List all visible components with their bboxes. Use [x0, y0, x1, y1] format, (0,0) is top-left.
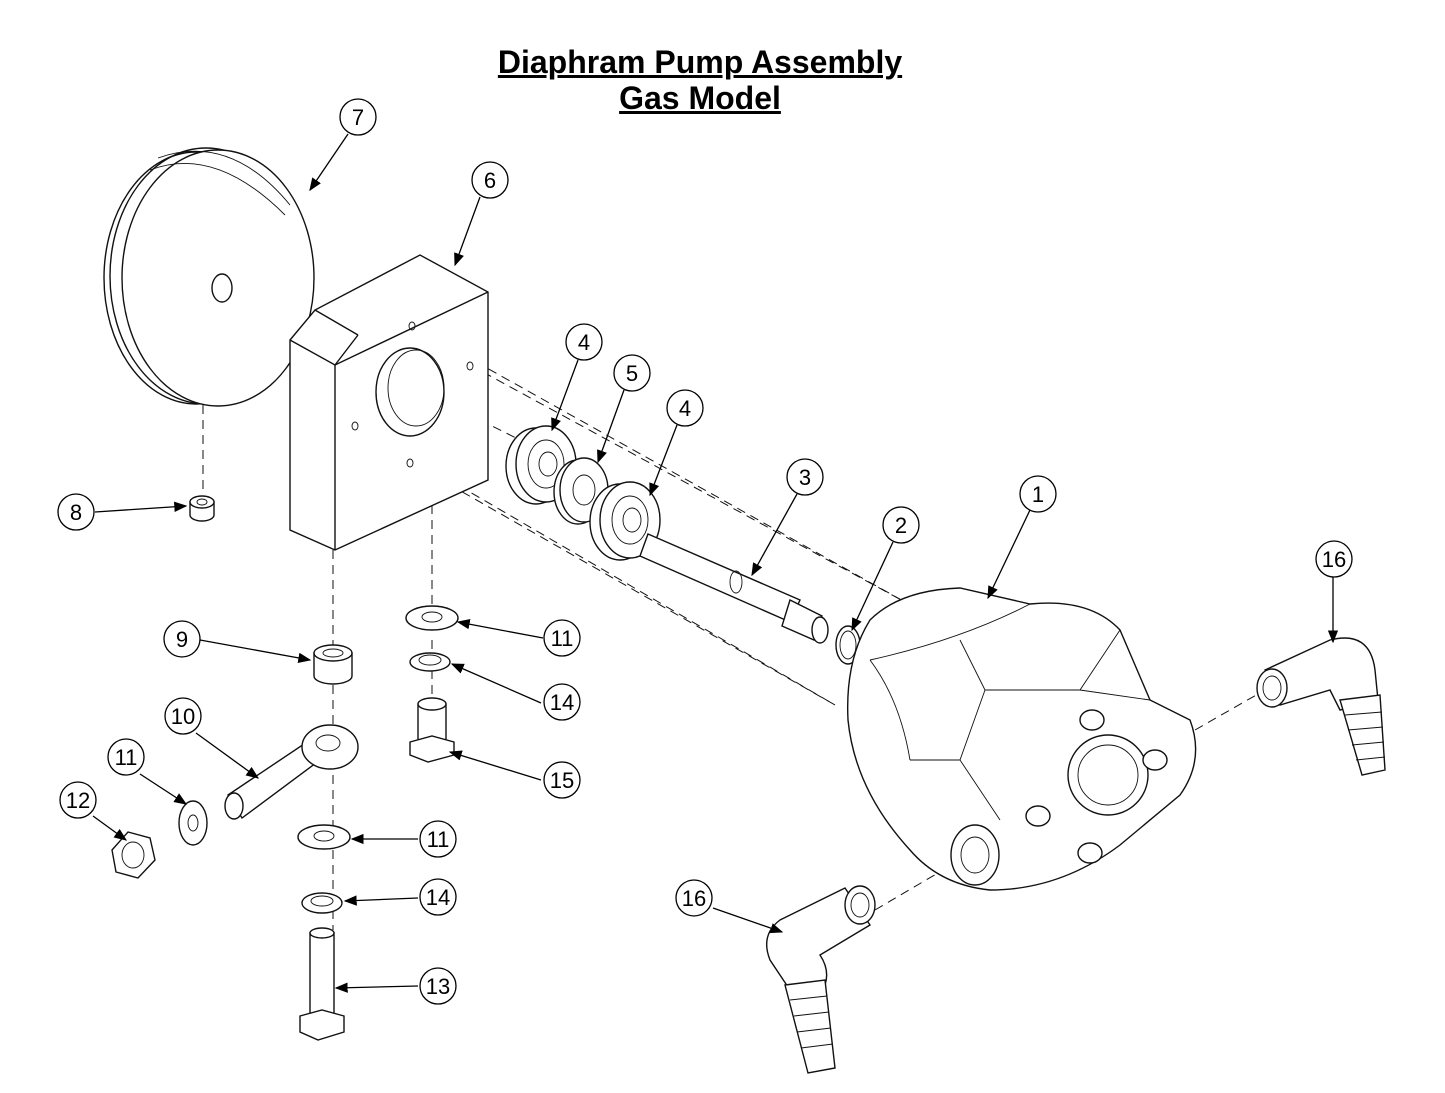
- callout-bubble-4a: 4: [565, 323, 603, 361]
- callout-label: 14: [426, 885, 450, 910]
- bolt-part-13: [299, 927, 345, 1041]
- callout-bubble-3: 3: [786, 458, 824, 496]
- washer-part-11-a: [405, 605, 459, 631]
- callout-bubble-8: 8: [57, 493, 95, 531]
- elbow-fitting-part-b: [766, 885, 876, 1074]
- callout-label: 1: [1032, 482, 1044, 507]
- callout-bubble-14a: 14: [543, 683, 581, 721]
- callout-bubble-15: 15: [543, 761, 581, 799]
- callout-label: 13: [426, 974, 450, 999]
- callout-label: 7: [352, 105, 364, 130]
- bearing-part-b: [589, 481, 661, 561]
- bolt-part-15: [409, 697, 455, 763]
- nut-part-12: [111, 831, 156, 879]
- callout-bubble-12: 12: [59, 781, 97, 819]
- shaft-part: [639, 533, 829, 644]
- lock-washer-part-14-a: [409, 652, 451, 672]
- callout-label: 12: [66, 788, 90, 813]
- callout-label: 15: [550, 768, 574, 793]
- callout-bubble-10: 10: [164, 697, 202, 735]
- washer-part-11-b: [178, 800, 208, 846]
- callout-bubble-6: 6: [471, 161, 509, 199]
- mounting-block-part: [289, 254, 489, 551]
- callout-bubble-2: 2: [882, 506, 920, 544]
- callout-label: 4: [679, 396, 691, 421]
- callout-bubble-14b: 14: [419, 878, 457, 916]
- spacer-part-8: [189, 495, 215, 522]
- callout-label: 10: [171, 704, 195, 729]
- callout-bubble-16b: 16: [675, 879, 713, 917]
- callout-label: 11: [427, 827, 450, 852]
- callout-label: 2: [895, 513, 907, 538]
- callout-bubble-9: 9: [163, 620, 201, 658]
- callout-bubble-4b: 4: [666, 389, 704, 427]
- callout-bubble-11a: 11: [543, 619, 581, 657]
- callout-label: 3: [799, 465, 811, 490]
- callout-label: 11: [551, 626, 574, 651]
- callout-label: 4: [578, 330, 590, 355]
- callout-label: 11: [115, 745, 138, 770]
- callout-label: 16: [682, 886, 706, 911]
- callout-label: 9: [176, 627, 188, 652]
- lock-washer-part-14-b: [301, 892, 343, 914]
- washer-part-11-c: [297, 824, 351, 850]
- callout-label: 6: [484, 168, 496, 193]
- callout-bubble-11b: 11: [107, 738, 145, 776]
- pulley-part: [103, 147, 315, 407]
- callout-bubble-16a: 16: [1315, 540, 1353, 578]
- elbow-fitting-part-a: [1256, 637, 1386, 776]
- leader-lines: [92, 133, 1339, 993]
- callout-bubble-5: 5: [613, 354, 651, 392]
- rod-end-part: [224, 724, 359, 820]
- callout-label: 16: [1322, 547, 1346, 572]
- bushing-part-9: [313, 644, 353, 685]
- callout-label: 8: [70, 500, 82, 525]
- callout-bubble-1: 1: [1019, 475, 1057, 513]
- callout-bubble-7: 7: [339, 98, 377, 136]
- diagram-title: Diaphram Pump Assembly: [497, 44, 903, 80]
- callout-label: 5: [626, 361, 638, 386]
- callout-bubble-13: 13: [419, 967, 457, 1005]
- callout-bubble-11c: 11: [419, 820, 457, 858]
- callout-label: 14: [550, 690, 574, 715]
- pump-body-part: [846, 587, 1197, 891]
- diagram-subtitle: Gas Model: [619, 80, 781, 116]
